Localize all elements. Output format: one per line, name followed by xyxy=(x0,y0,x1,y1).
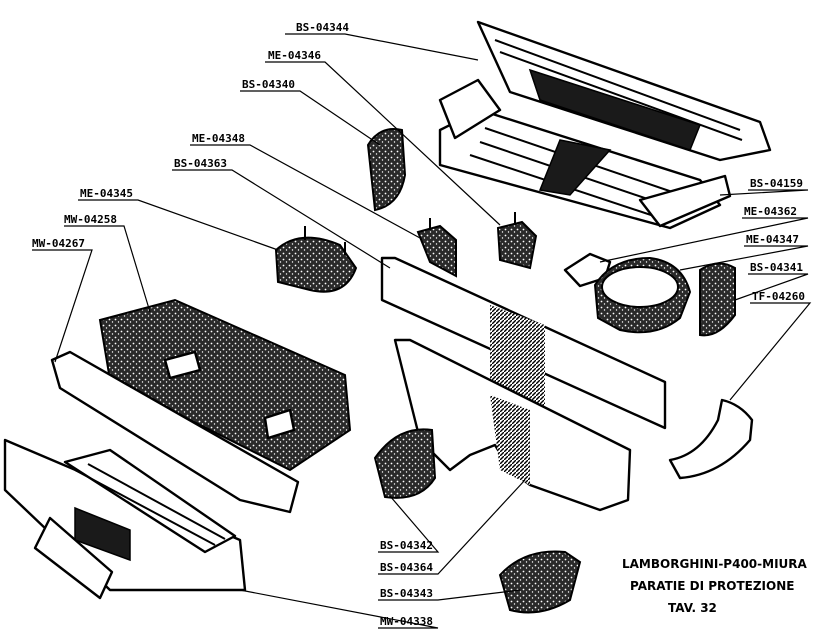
part-lower-shield-right xyxy=(498,550,582,614)
label-bs-04159: BS-04159 xyxy=(750,177,803,190)
label-me-04345: ME-04345 xyxy=(80,187,133,200)
label-bs-04343: BS-04343 xyxy=(380,587,433,600)
label-me-04346: ME-04346 xyxy=(268,49,321,62)
part-side-shield-right xyxy=(699,262,736,337)
title-line-table: TAV. 32 xyxy=(668,601,717,615)
label-bs-04341: BS-04341 xyxy=(750,261,803,274)
part-small-box xyxy=(33,506,131,600)
part-insulation-mat xyxy=(98,298,352,472)
part-air-filter-cylinder xyxy=(593,256,692,334)
part-central-partition xyxy=(380,256,667,512)
label-mw-04267: MW-04267 xyxy=(32,237,85,250)
leader-lines xyxy=(32,33,812,629)
title-line-subject: PARATIE DI PROTEZIONE xyxy=(630,579,794,593)
part-small-bracket-a xyxy=(416,218,457,278)
part-floor-panel xyxy=(3,438,247,592)
label-bs-04364: BS-04364 xyxy=(380,561,433,574)
label-bs-04340: BS-04340 xyxy=(242,78,295,91)
label-tf-04260: TF-04260 xyxy=(752,290,805,303)
label-me-04347: ME-04347 xyxy=(746,233,799,246)
label-bs-04363: BS-04363 xyxy=(174,157,227,170)
title-line-model: LAMBORGHINI-P400-MIURA xyxy=(622,557,808,571)
part-curved-heat-shield xyxy=(274,226,358,293)
part-front-corner-cover xyxy=(668,398,754,480)
title-block: LAMBORGHINI-P400-MIURA PARATIE DI PROTEZ… xyxy=(622,557,808,615)
part-lower-shield-left xyxy=(373,428,437,499)
label-mw-04258: MW-04258 xyxy=(64,213,117,226)
label-bs-04344: BS-04344 xyxy=(296,21,349,34)
part-labels: BS-04344 ME-04346 BS-04340 ME-04348 BS-0… xyxy=(32,21,805,628)
label-me-04348: ME-04348 xyxy=(192,132,245,145)
part-lower-tray xyxy=(50,350,300,514)
label-me-04362: ME-04362 xyxy=(744,205,797,218)
label-bs-04342: BS-04342 xyxy=(380,539,433,552)
label-mw-04338: MW-04338 xyxy=(380,615,433,628)
part-engine-cover-panel xyxy=(438,20,772,230)
part-side-shield-left xyxy=(366,128,407,212)
part-small-bracket-b xyxy=(496,212,538,270)
